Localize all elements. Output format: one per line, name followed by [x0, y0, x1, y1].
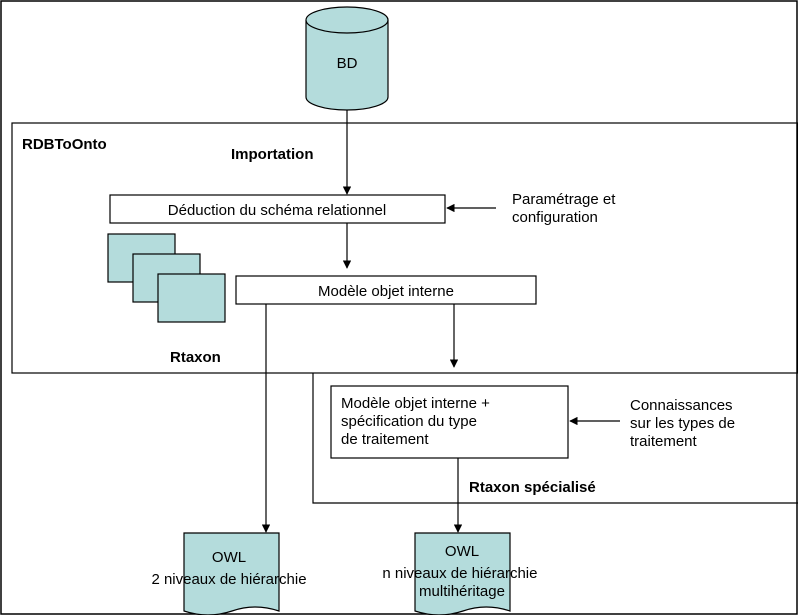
- owl-left-title: OWL: [212, 549, 246, 566]
- document-stack: [107, 233, 226, 323]
- deduction-label: Déduction du schéma relationnel: [168, 202, 386, 219]
- owl-left-caption: 2 niveaux de hiérarchie: [151, 571, 306, 588]
- rtaxon-specialise-container: [312, 373, 798, 504]
- rdbtoonto-container: [11, 122, 798, 374]
- deduction-box: [109, 194, 446, 224]
- owl-right-caption-line-2: multihéritage: [419, 583, 505, 600]
- connaissances-line-2: sur les types de: [630, 415, 735, 432]
- connectors: [261, 110, 620, 533]
- owl-right-caption: n niveaux de hiérarchie multihéritage: [382, 565, 541, 600]
- owl-right-document: [414, 532, 511, 615]
- modele-objet-box: [235, 275, 537, 305]
- parametrage-label: Paramétrage et configuration: [512, 191, 620, 226]
- owl-left-document: [183, 532, 280, 615]
- modele-objet-label: Modèle objet interne: [318, 283, 454, 300]
- modele-specialise-line-2: spécification du type: [341, 413, 477, 430]
- database-cylinder: BD: [305, 6, 389, 111]
- owl-right-title: OWL: [445, 543, 479, 560]
- owl-right-caption-line-1: n niveaux de hiérarchie: [382, 565, 537, 582]
- modele-objet-specialise-label: Modèle objet interne + spécification du …: [341, 395, 494, 448]
- connaissances-line-3: traitement: [630, 433, 698, 450]
- modele-specialise-line-3: de traitement: [341, 431, 429, 448]
- modele-objet-specialise-box: [330, 385, 569, 459]
- connaissances-line-1: Connaissances: [630, 397, 733, 414]
- connaissances-label: Connaissances sur les types de traitemen…: [630, 397, 739, 450]
- rtaxon-specialise-label: Rtaxon spécialisé: [469, 479, 596, 496]
- modele-specialise-line-1: Modèle objet interne +: [341, 395, 490, 412]
- rtaxon-label: Rtaxon: [170, 349, 221, 366]
- importation-label: Importation: [231, 146, 314, 163]
- rdbtoonto-label: RDBToOnto: [22, 136, 107, 153]
- parametrage-line-2: configuration: [512, 209, 598, 226]
- parametrage-line-1: Paramétrage et: [512, 191, 616, 208]
- database-label: BD: [337, 55, 358, 72]
